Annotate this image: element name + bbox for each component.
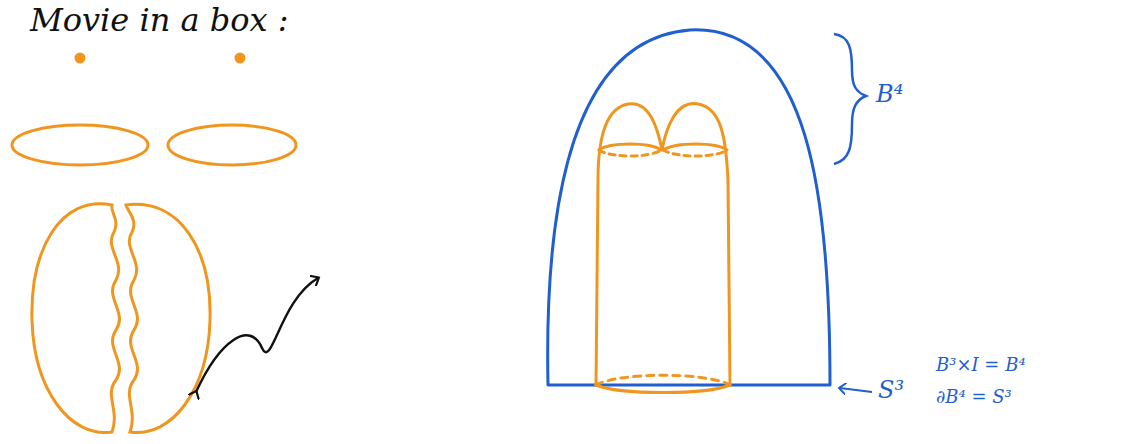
title: Movie in a box : <box>30 4 288 36</box>
brace <box>834 34 866 164</box>
saddle-frame <box>126 204 210 432</box>
sphere-label: S³ <box>878 378 904 402</box>
bottom-front <box>596 385 730 393</box>
equation-note: B³×I = B⁴ <box>936 356 1026 374</box>
movie-frames <box>12 54 296 433</box>
point <box>76 54 84 62</box>
four-ball <box>548 30 830 385</box>
equation-note: ∂B⁴ = S³ <box>936 388 1012 406</box>
circle-frame <box>168 125 296 165</box>
point <box>236 54 244 62</box>
bottom-back <box>596 375 730 385</box>
cobordism <box>596 104 730 393</box>
slice-back <box>663 150 727 156</box>
slice-front <box>663 144 727 150</box>
ball-label: B⁴ <box>876 82 903 106</box>
slice-back <box>599 150 661 156</box>
surface-outline <box>596 104 730 385</box>
saddle-frame <box>32 204 120 433</box>
correspondence-arrow <box>196 278 318 392</box>
slice-front <box>599 144 661 150</box>
leader-arrow <box>840 388 872 392</box>
circle-frame <box>12 125 148 165</box>
